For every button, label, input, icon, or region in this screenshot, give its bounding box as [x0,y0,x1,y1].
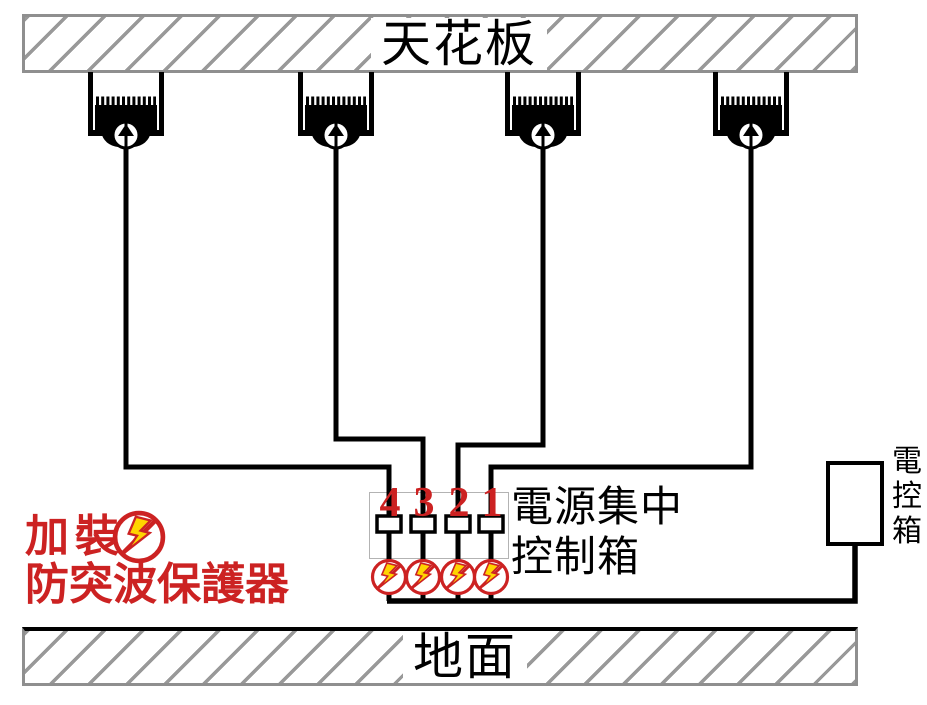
wire-light2-to-ch3 [333,146,426,520]
channel-number-1: 1 [481,480,503,526]
annotation-line1: 加裝 [25,512,125,561]
wire-light3-to-ch2 [455,146,546,520]
highbay-light-icon-2 [298,72,374,149]
surge-protector-icon-ch1 [472,558,510,596]
channel-number-4: 4 [379,480,401,526]
terminal-ch2 [444,514,472,534]
surge-protector-icon-ch3 [404,558,442,596]
highbay-light-icon-1 [88,72,164,149]
surge-protector-icon-ch2 [439,558,477,596]
wire-light1-to-ch4 [123,146,392,520]
power-control-box-label-line2: 控制箱 [511,535,641,581]
floor-bar: 地面 [22,627,858,686]
bus-wire-to-cabinet [387,544,858,604]
channel-number-2: 2 [448,480,470,526]
cabinet-label-char-2: 控 [892,480,922,513]
surge-protector-icon-ch4 [370,558,408,596]
power-control-box-label: 電源集中 控制箱 [511,483,683,583]
power-control-box-outline [369,492,509,559]
highbay-light-icon-4 [713,72,789,149]
floor-label: 地面 [403,631,527,683]
electric-cabinet-box [826,461,884,546]
ceiling-label: 天花板 [371,17,547,70]
terminal-ch4 [375,514,403,534]
electric-cabinet-label: 電 控 箱 [891,444,923,549]
annotation-line2: 防突波保護器 [25,560,289,609]
terminal-ch3 [409,514,437,534]
cabinet-label-char-1: 電 [892,445,922,478]
ceiling-bar: 天花板 [22,14,858,73]
power-control-box-label-line1: 電源集中 [511,485,684,531]
highbay-light-icon-3 [505,72,581,149]
cabinet-label-char-3: 箱 [892,515,922,548]
channel-number-3: 3 [413,480,435,526]
wire-light4-to-ch1 [488,146,754,520]
terminal-ch1 [477,514,505,534]
